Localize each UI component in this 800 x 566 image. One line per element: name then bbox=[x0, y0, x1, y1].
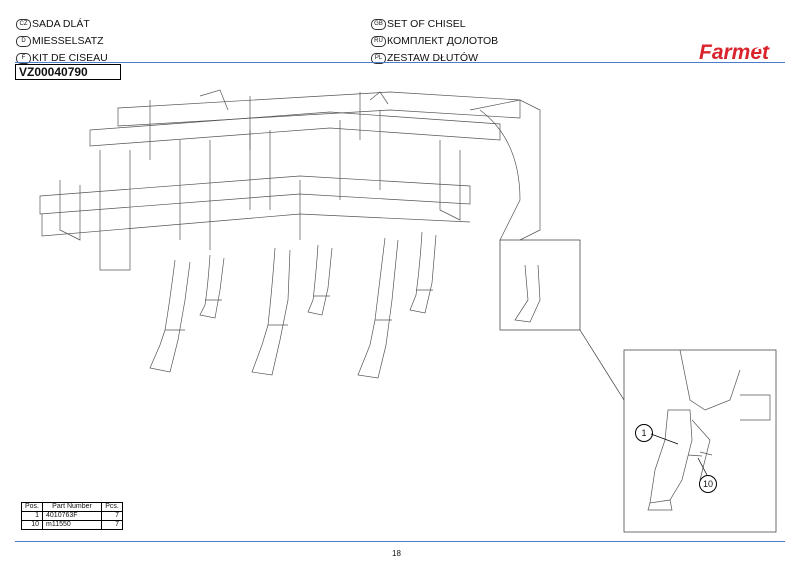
table-header-row: Pos. Part Number Pcs. bbox=[20, 502, 124, 512]
pl-flag-icon: PL bbox=[371, 52, 386, 64]
ru-flag-icon: RU bbox=[371, 35, 386, 47]
table-row: 10 m11550 7 bbox=[20, 520, 124, 530]
logo-swoosh-icon bbox=[754, 44, 784, 51]
footer-rule bbox=[15, 541, 785, 542]
title-d: D MIESSELSATZ bbox=[16, 35, 104, 47]
page-number: 18 bbox=[392, 549, 401, 558]
detail-connector bbox=[579, 329, 625, 401]
title-gb-text: SET OF CHISEL bbox=[387, 18, 466, 30]
detail-view-box bbox=[623, 349, 777, 533]
header-rule bbox=[15, 62, 785, 63]
cell-pcs: 7 bbox=[101, 511, 124, 521]
detail-marker-box bbox=[499, 239, 581, 331]
frame bbox=[39, 89, 541, 271]
d-flag-icon: D bbox=[16, 35, 31, 47]
title-gb: GB SET OF CHISEL bbox=[371, 18, 466, 30]
farmet-logo: Farmet bbox=[699, 41, 784, 64]
col-pos-header: Pos. bbox=[20, 502, 44, 512]
logo-text: Farmet bbox=[699, 41, 770, 64]
title-pl: PL ZESTAW DŁUTÓW bbox=[371, 52, 478, 64]
shanks bbox=[149, 231, 437, 379]
title-pl-text: ZESTAW DŁUTÓW bbox=[387, 52, 478, 64]
cell-pcs: 7 bbox=[101, 520, 124, 530]
col-pcs-header: Pcs. bbox=[101, 502, 124, 512]
title-ru-text: КОМПЛЕКТ ДОЛОТОВ bbox=[387, 35, 499, 47]
title-f: F KIT DE CISEAU bbox=[16, 52, 108, 64]
col-part-number-header: Part Number bbox=[42, 502, 103, 512]
title-ru: RU КОМПЛЕКТ ДОЛОТОВ bbox=[371, 35, 498, 47]
title-f-text: KIT DE CISEAU bbox=[32, 52, 108, 64]
gb-flag-icon: GB bbox=[371, 18, 386, 30]
title-d-text: MIESSELSATZ bbox=[32, 35, 104, 47]
cell-part-number: 4010763F bbox=[42, 511, 103, 521]
cz-flag-icon: CZ bbox=[16, 18, 31, 30]
callout-1: 1 bbox=[635, 424, 653, 442]
f-flag-icon: F bbox=[16, 52, 31, 64]
parts-table: Pos. Part Number Pcs. 1 4010763F 7 10 m1… bbox=[20, 502, 124, 530]
cell-pos: 10 bbox=[20, 520, 44, 530]
title-cz: CZ SADA DLÁT bbox=[16, 18, 90, 30]
callout-10: 10 bbox=[699, 475, 717, 493]
part-code: VZ00040790 bbox=[15, 64, 121, 80]
detail-marker-chisel bbox=[514, 264, 541, 323]
detail-chisel bbox=[647, 349, 771, 511]
title-cz-text: SADA DLÁT bbox=[32, 18, 90, 30]
cell-pos: 1 bbox=[20, 511, 44, 521]
table-row: 1 4010763F 7 bbox=[20, 511, 124, 521]
cell-part-number: m11550 bbox=[42, 520, 103, 530]
